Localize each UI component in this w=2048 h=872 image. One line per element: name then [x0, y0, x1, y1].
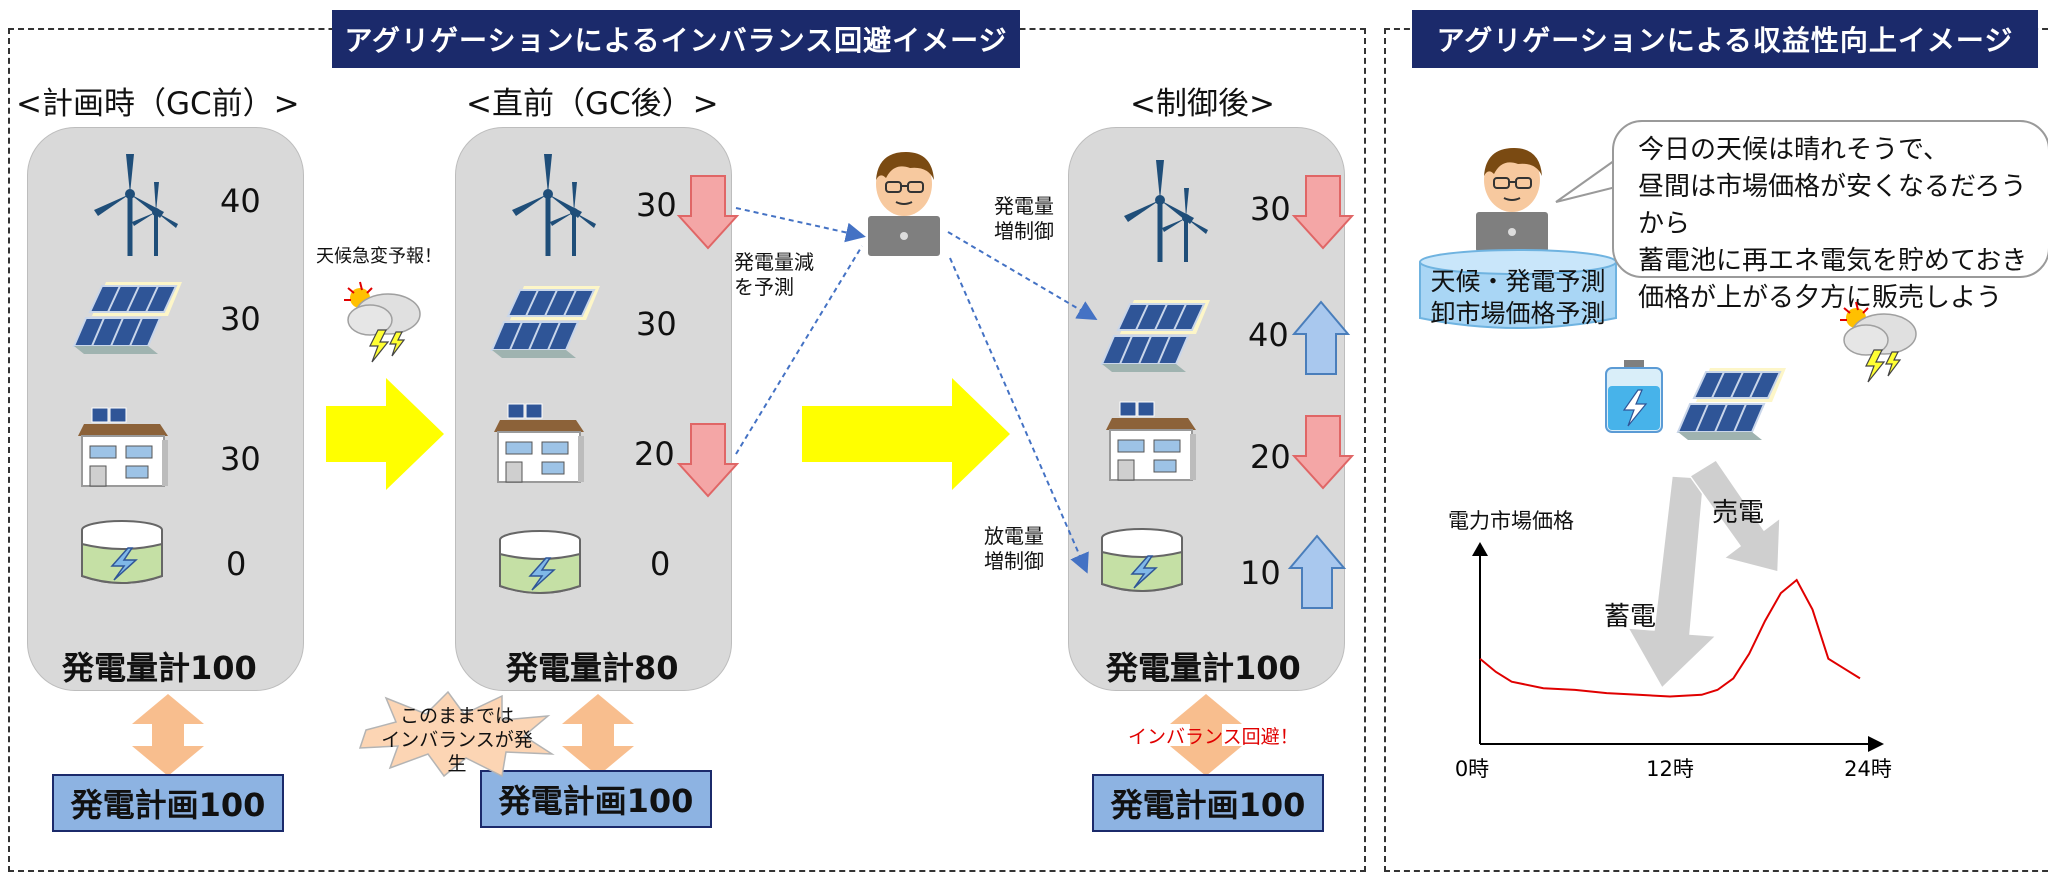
charge-arrow [1626, 475, 1718, 690]
balance-double-arrow [132, 694, 204, 776]
gen-control-label: 発電量 増制御 [994, 194, 1054, 243]
sell-arrow [1688, 458, 1781, 573]
solar-panel-icon [1677, 367, 1787, 441]
operator-speech-bubble: 今日の天候は晴れそうで、 昼間は市場価格が安くなるだろうから 蓄電池に再エネ電気… [1612, 120, 2048, 313]
discharge-control-label: 放電量 増制御 [984, 524, 1044, 573]
generation-plan-box: 発電計画100 [1092, 774, 1324, 832]
solar-value: 30 [636, 305, 677, 343]
stage-title-before: <直前（GC後）> [466, 86, 719, 122]
stage-title-after: <制御後> [1130, 86, 1275, 122]
big-transition-arrow [326, 378, 444, 490]
battery-value: 10 [1240, 554, 1281, 592]
storm-icon [1839, 301, 1917, 383]
house-value: 30 [220, 440, 261, 478]
imbalance-warning-burst [358, 690, 555, 778]
battery-value: 0 [226, 545, 247, 583]
wind-value: 30 [1250, 190, 1291, 228]
operator-avatar-icon [1475, 147, 1549, 253]
weather-alert-label: 天候急変予報！ [316, 246, 442, 267]
sell-label: 売電 [1712, 498, 1765, 528]
chart-ylabel: 電力市場価格 [1448, 509, 1574, 533]
generation-total: 発電量計100 [1106, 649, 1301, 687]
generation-total: 発電量計100 [62, 649, 257, 687]
forecast-label: 天候・発電予測 卸市場価格予測 [1430, 267, 1606, 328]
solar-value: 40 [1248, 316, 1289, 354]
x-tick-label: 24時 [1844, 757, 1892, 781]
battery-value: 0 [650, 545, 671, 583]
generation-plan-box: 発電計画100 [480, 770, 712, 828]
wind-value: 40 [220, 182, 261, 220]
x-tick-label: 0時 [1455, 757, 1489, 781]
prediction-lines [735, 207, 1098, 574]
right-section-title: アグリゲーションによる収益性向上イメージ [1412, 10, 2038, 68]
wind-value: 30 [636, 186, 677, 224]
house-value: 20 [634, 435, 675, 473]
big-transition-arrow [802, 378, 1010, 490]
balance-double-arrow [562, 694, 634, 776]
imbalance-warning-text: このままでは インバランスが発生 [381, 705, 533, 775]
generation-total: 発電量計80 [506, 649, 679, 687]
imbalance-avoided-text: インバランス回避！ [1128, 726, 1299, 748]
generation-plan-box: 発電計画100 [52, 774, 284, 832]
charge-label: 蓄電 [1604, 602, 1657, 632]
stage-title-plan: <計画時（GC前）> [16, 86, 300, 122]
prediction-note: 発電量減 を予測 [734, 250, 814, 299]
database-cylinder-icon [1419, 249, 1617, 329]
price-chart: 0時 12時 24時 [1455, 542, 1892, 781]
price-series-line [1479, 578, 1861, 698]
left-section-title: アグリゲーションによるインバランス回避イメージ [332, 10, 1020, 68]
storage-battery-icon [1605, 360, 1663, 433]
solar-value: 30 [220, 300, 261, 338]
x-tick-label: 12時 [1646, 757, 1694, 781]
stage-panel-plan [27, 127, 304, 691]
house-value: 20 [1250, 438, 1291, 476]
